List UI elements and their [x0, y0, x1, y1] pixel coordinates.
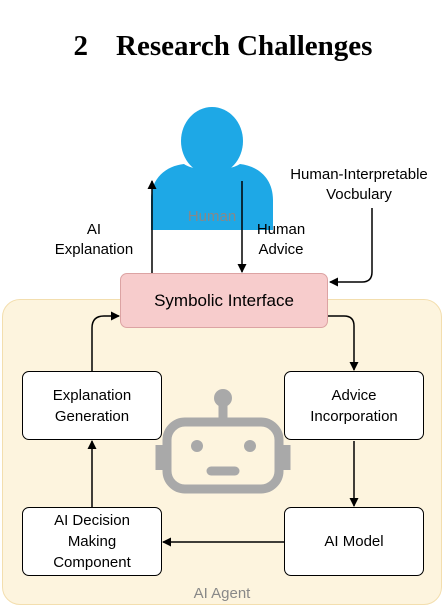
vocabulary-label: Human-Interpretable Vocbulary — [290, 166, 428, 203]
arrow-to-symbolic-interface — [91, 311, 120, 371]
human-advice-label: Human Advice — [256, 221, 306, 258]
human-label: Human — [187, 208, 237, 225]
section-title: Research Challenges — [116, 30, 373, 62]
section-heading: 2 Research Challenges — [0, 30, 446, 63]
ai-decision-making-box: AI Decision Making Component — [22, 507, 162, 576]
advice-incorporation-box: Advice Incorporation — [284, 371, 424, 440]
ai-model-box: AI Model — [284, 507, 424, 576]
arrow-vocabulary — [329, 208, 373, 287]
section-number: 2 — [73, 30, 89, 62]
ai-explanation-label: AI Explanation — [54, 221, 134, 258]
robot-icon — [155, 389, 291, 494]
symbolic-interface-label: Symbolic Interface — [154, 290, 294, 310]
symbolic-interface-box: Symbolic Interface — [120, 273, 328, 328]
ai-agent-label: AI Agent — [193, 585, 251, 602]
explanation-generation-box: Explanation Generation — [22, 371, 162, 440]
arrow-to-advice-incorporation — [328, 315, 359, 371]
